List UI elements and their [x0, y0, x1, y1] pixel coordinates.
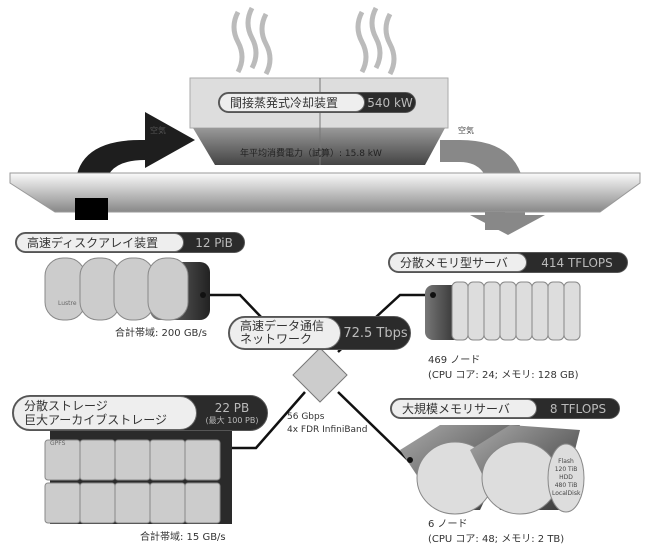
- network-switch-icon: [292, 347, 348, 403]
- air-left-label: 空気: [150, 126, 166, 135]
- large-memory-name: 大規模メモリサーバ: [391, 399, 537, 418]
- steam-icon: [231, 6, 397, 76]
- storage-max-capacity: (最大 100 PB): [205, 415, 259, 425]
- large-memory-spec: (CPU コア: 48; メモリ: 2 TB): [428, 534, 565, 545]
- cooler-lower-box: [193, 128, 445, 165]
- distributed-memory-name: 分散メモリ型サーバ: [389, 253, 527, 272]
- storage-name: 分散ストレージ 巨大アーカイブストレージ: [13, 396, 197, 430]
- gpfs-label: GPFS: [50, 440, 66, 447]
- distributed-memory-label: 分散メモリ型サーバ 414 TFLOPS: [388, 252, 628, 273]
- air-right-label: 空気: [458, 126, 474, 135]
- network-name-line1: 高速データ通信: [240, 319, 325, 333]
- disk-array-name: 高速ディスクアレイ装置: [16, 233, 184, 252]
- storage-name-line2: 巨大アーカイブストレージ: [24, 413, 168, 427]
- disk-array-graphic: [44, 257, 210, 321]
- hdd-capacity: 480 TiB: [554, 482, 578, 489]
- distributed-memory-racks: [425, 281, 581, 341]
- cooler-capacity: 540 kW: [367, 95, 413, 110]
- link-type: 4x FDR InfiniBand: [287, 425, 368, 435]
- flash-capacity: 120 TiB: [554, 466, 578, 473]
- cooler-label: 間接蒸発式冷却装置 540 kW: [218, 92, 416, 113]
- cooler-power: 年平均消費電力（試算）: 15.8 kW: [240, 149, 382, 159]
- disk-array-link: [205, 293, 263, 319]
- storage-capacity: 22 PB: [214, 400, 250, 415]
- lustre-label: Lustre: [58, 300, 77, 307]
- large-memory-performance: 8 TFLOPS: [549, 401, 607, 416]
- large-memory-label: 大規模メモリサーバ 8 TFLOPS: [390, 398, 620, 419]
- network-links: [205, 293, 433, 463]
- storage-name-line1: 分散ストレージ: [24, 399, 108, 413]
- network-name: 高速データ通信 ネットワーク: [229, 317, 341, 349]
- air-intake-duct: [75, 198, 108, 220]
- large-memory-link: [337, 391, 411, 463]
- floor-slab: [9, 172, 641, 213]
- local-disk-label: LocalDisk: [552, 490, 581, 497]
- large-memory-cylinders: [400, 425, 585, 515]
- distributed-memory-performance: 414 TFLOPS: [541, 255, 613, 270]
- hdd-label: HDD: [559, 474, 573, 481]
- distributed-memory-spec: (CPU コア: 24; メモリ: 128 GB): [428, 370, 579, 381]
- storage-bandwidth: 合計帯域: 15 GB/s: [140, 532, 226, 543]
- local-disk-spec: Flash 120 TiB HDD 480 TiB LocalDisk: [552, 458, 580, 498]
- flash-label: Flash: [558, 458, 574, 465]
- storage-link: [225, 391, 306, 450]
- large-memory-nodes: 6 ノード: [428, 519, 468, 530]
- network-name-line2: ネットワーク: [240, 332, 313, 346]
- disk-array-capacity: 12 PiB: [195, 235, 233, 250]
- storage-capacity-block: 22 PB (最大 100 PB): [197, 396, 267, 430]
- network-bandwidth: 72.5 Tbps: [343, 325, 408, 341]
- disk-array-label: 高速ディスクアレイ装置 12 PiB: [15, 232, 245, 253]
- cooler-name: 間接蒸発式冷却装置: [219, 93, 365, 112]
- air-exhaust-duct: [485, 212, 505, 230]
- disk-array-bandwidth: 合計帯域: 200 GB/s: [115, 328, 208, 339]
- network-label: 高速データ通信 ネットワーク 72.5 Tbps: [228, 316, 411, 350]
- link-speed: 56 Gbps: [287, 412, 325, 422]
- storage-label: 分散ストレージ 巨大アーカイブストレージ 22 PB (最大 100 PB): [12, 395, 268, 431]
- distributed-memory-nodes: 469 ノード: [428, 355, 481, 366]
